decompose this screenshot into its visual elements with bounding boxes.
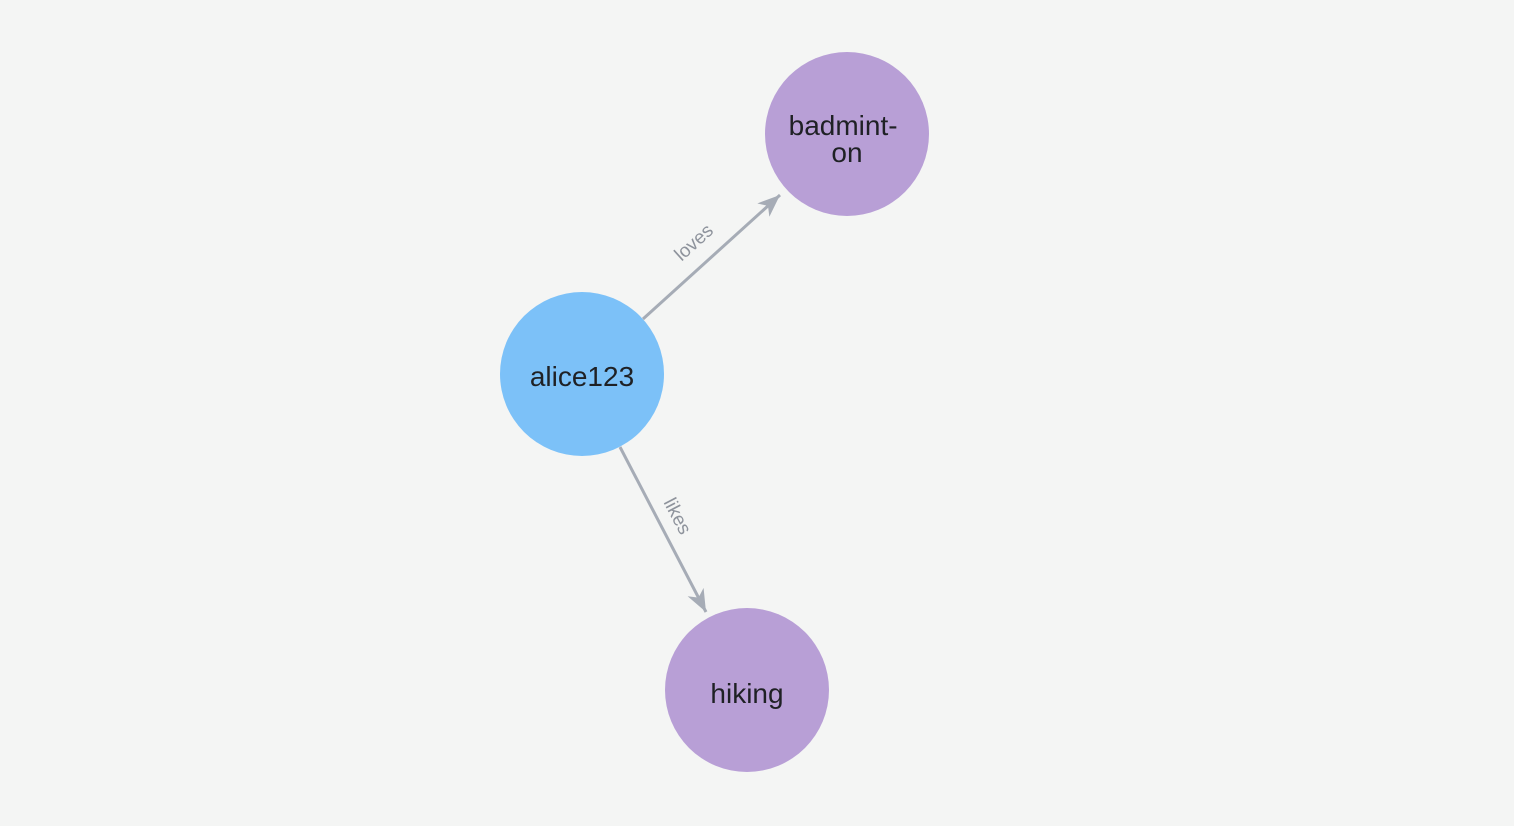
node-badminton-label-line2: on (831, 137, 862, 168)
node-badminton-circle (765, 52, 929, 216)
node-badminton-label: badmint- on (789, 110, 906, 168)
node-hiking[interactable]: hiking (665, 608, 829, 772)
node-badminton-label-line1: badmint- (789, 110, 898, 141)
node-hiking-circle (665, 608, 829, 772)
node-alice123-label: alice123 (530, 361, 634, 392)
node-hiking-label: hiking (710, 678, 783, 709)
node-alice123[interactable]: alice123 (500, 292, 664, 456)
node-badminton[interactable]: badmint- on (765, 52, 929, 216)
node-alice123-circle (500, 292, 664, 456)
edge-likes-line (618, 446, 708, 613)
edge-loves-line (641, 193, 782, 321)
